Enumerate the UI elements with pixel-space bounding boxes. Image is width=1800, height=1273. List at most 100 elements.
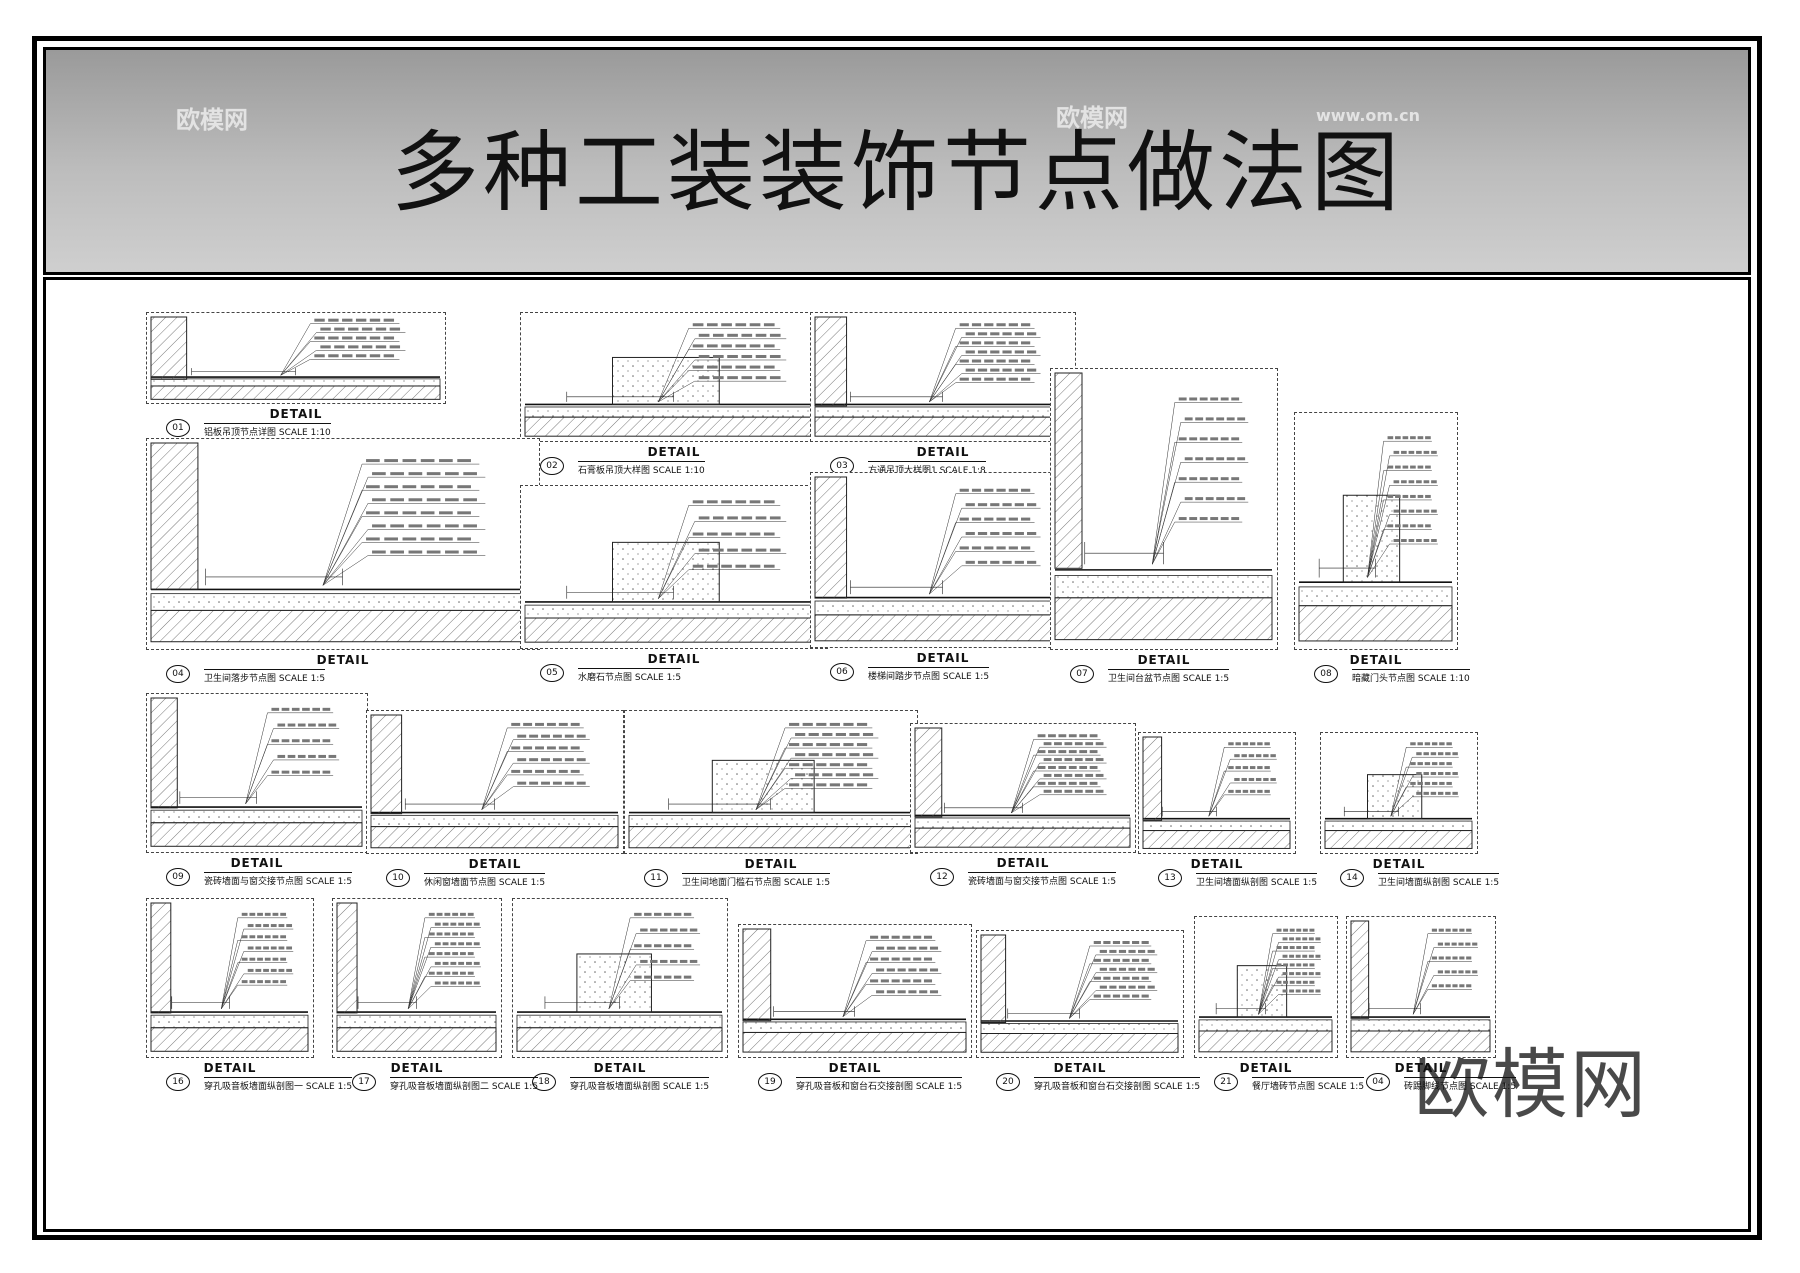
section-drawing [814, 316, 1071, 437]
section-drawing [370, 714, 619, 849]
detail-name-scale: 水磨石节点图 SCALE 1:5 [578, 668, 682, 683]
detail-label: DETAIL [744, 857, 798, 871]
section-drawing [1350, 920, 1491, 1053]
detail-label: DETAIL [269, 407, 323, 421]
detail-drawing-frame [146, 898, 314, 1058]
detail-number: 17 [352, 1073, 376, 1091]
detail-drawing-frame [1050, 368, 1278, 650]
detail-label: DETAIL [230, 856, 284, 870]
detail-label: DETAIL [203, 1061, 257, 1075]
detail-number: 11 [644, 869, 668, 887]
detail-drawing-frame [366, 710, 624, 854]
title-banner: 多种工装装饰节点做法图 欧模网 欧模网 www.om.cn [43, 47, 1751, 275]
detail-name-scale: 暗藏门头节点图 SCALE 1:10 [1352, 669, 1470, 684]
detail-number: 18 [532, 1073, 556, 1091]
detail-caption: 07 DETAIL 卫生间台盆节点图 SCALE 1:5 [1050, 651, 1278, 691]
detail-label: DETAIL [647, 652, 701, 666]
detail-block: 01 DETAIL 铝板吊顶节点详图 SCALE 1:10 [146, 312, 446, 444]
detail-name-scale: 卫生间台盆节点图 SCALE 1:5 [1108, 669, 1230, 684]
detail-drawing-frame [910, 723, 1136, 853]
detail-number: 04 [1366, 1073, 1390, 1091]
detail-caption: 16 DETAIL 穿孔吸音板墙面纵剖图一 SCALE 1:5 [146, 1059, 353, 1099]
detail-drawing-frame [1294, 412, 1458, 650]
detail-caption: 01 DETAIL 铝板吊顶节点详图 SCALE 1:10 [146, 405, 446, 445]
detail-drawing-frame [1346, 916, 1496, 1058]
detail-label: DETAIL [996, 856, 1050, 870]
detail-drawing-frame [146, 438, 540, 650]
detail-label: DETAIL [1349, 653, 1403, 667]
detail-number: 13 [1158, 869, 1182, 887]
section-drawing [628, 722, 913, 849]
detail-drawing-frame [810, 472, 1076, 648]
detail-name-scale: 卫生间墙面纵剖图 SCALE 1:5 [1196, 873, 1318, 888]
detail-number: 21 [1214, 1073, 1238, 1091]
section-drawing [524, 500, 823, 643]
section-drawing [150, 697, 363, 847]
detail-label: DETAIL [593, 1061, 647, 1075]
detail-number: 19 [758, 1073, 782, 1091]
detail-name-scale: 砖踢脚线节点图 SCALE 1:5 [1404, 1077, 1517, 1092]
section-drawing [336, 902, 497, 1052]
detail-label: DETAIL [316, 653, 370, 667]
watermark-text: 欧模网 [176, 106, 248, 134]
section-drawing [516, 912, 723, 1052]
detail-label: DETAIL [1137, 653, 1191, 667]
section-drawing [150, 316, 441, 400]
detail-name-scale: 餐厅墙砖节点图 SCALE 1:5 [1252, 1077, 1365, 1092]
section-drawing [980, 934, 1179, 1053]
detail-name-scale: 方通吊顶大样图1 SCALE 1:8 [868, 461, 986, 476]
detail-number: 01 [166, 419, 190, 437]
detail-label: DETAIL [1394, 1061, 1448, 1075]
detail-label: DETAIL [916, 445, 970, 459]
detail-name-scale: 穿孔吸音板和窗台石交接剖图 SCALE 1:5 [1034, 1077, 1201, 1092]
detail-number: 06 [830, 663, 854, 681]
detail-number: 16 [166, 1073, 190, 1091]
detail-name-scale: 石膏板吊顶大样图 SCALE 1:10 [578, 461, 705, 476]
section-drawing [1142, 736, 1291, 849]
detail-name-scale: 穿孔吸音板墙面纵剖图一 SCALE 1:5 [204, 1077, 353, 1092]
detail-drawing-frame [520, 312, 828, 442]
section-drawing [1198, 928, 1333, 1053]
detail-name-scale: 瓷砖墙面与窗交接节点图 SCALE 1:5 [968, 872, 1117, 887]
detail-drawing-frame [624, 710, 918, 854]
detail-number: 04 [166, 665, 190, 683]
sheet-title: 多种工装装饰节点做法图 [390, 121, 1403, 224]
detail-name-scale: 穿孔吸音板墙面纵剖图二 SCALE 1:5 [390, 1077, 539, 1092]
section-drawing [1324, 742, 1473, 849]
detail-block: 16 DETAIL 穿孔吸音板墙面纵剖图一 SCALE 1:5 [146, 898, 353, 1099]
detail-name-scale: 铝板吊顶节点详图 SCALE 1:10 [204, 423, 331, 438]
detail-name-scale: 卫生间地面门槛石节点图 SCALE 1:5 [682, 873, 831, 888]
detail-label: DETAIL [468, 857, 522, 871]
detail-label: DETAIL [647, 445, 701, 459]
detail-name-scale: 瓷砖墙面与窗交接节点图 SCALE 1:5 [204, 872, 353, 887]
section-drawing [742, 928, 967, 1053]
detail-number: 07 [1070, 665, 1094, 683]
section-drawing [150, 442, 535, 643]
detail-number: 02 [540, 457, 564, 475]
section-drawing [1298, 436, 1453, 642]
section-drawing [914, 727, 1131, 848]
detail-block: 07 DETAIL 卫生间台盆节点图 SCALE 1:5 [1050, 368, 1278, 690]
detail-caption: 02 DETAIL 石膏板吊顶大样图 SCALE 1:10 [520, 443, 828, 483]
detail-drawing-frame [512, 898, 728, 1058]
